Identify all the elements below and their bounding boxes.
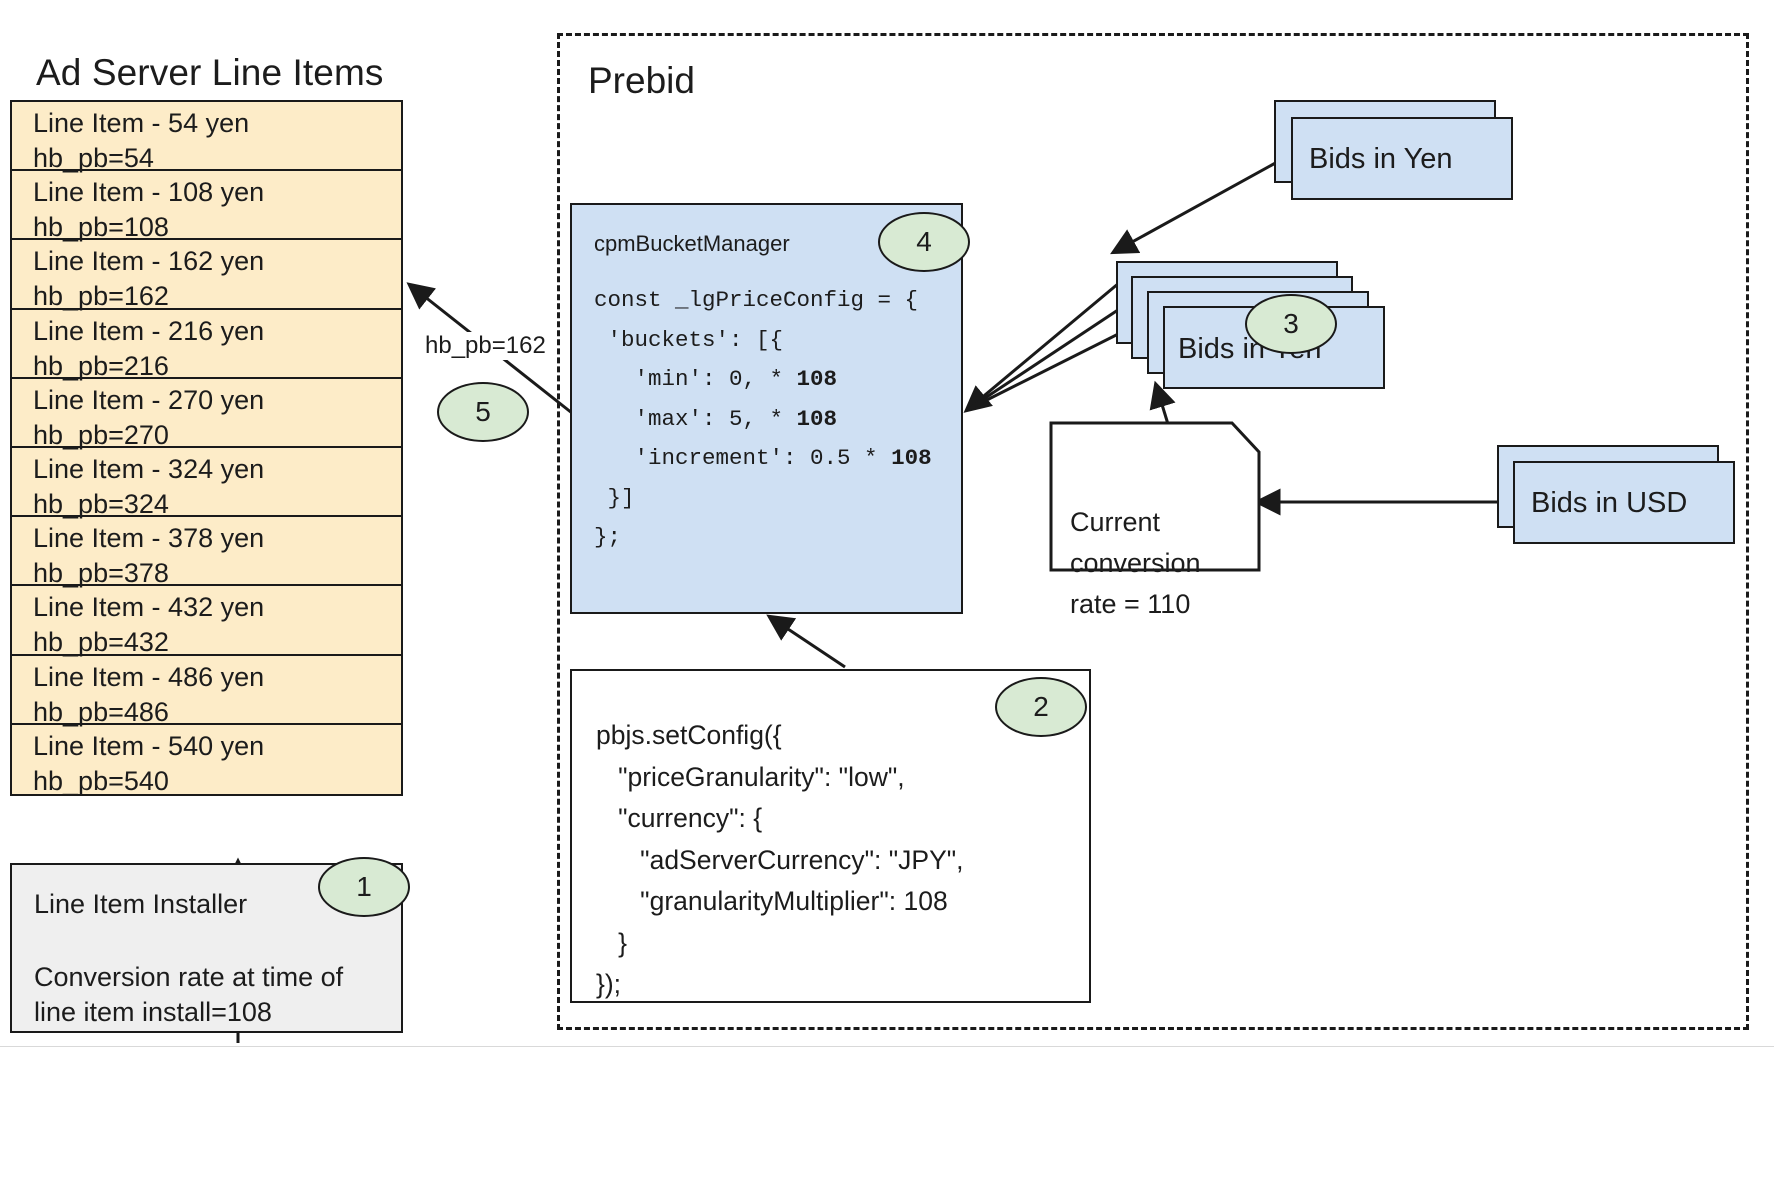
- conversion-note-line1: Current: [1070, 507, 1161, 537]
- list-item[interactable]: Line Item - 432 yen hb_pb=432: [12, 586, 401, 657]
- conversion-note-line2: conversion: [1070, 548, 1201, 578]
- line-item-key: hb_pb=270: [33, 419, 169, 450]
- bids-in-usd-label: Bids in USD: [1531, 487, 1688, 519]
- line-item-name: Line Item - 378 yen: [33, 523, 265, 554]
- step-badge-1: 1: [318, 857, 410, 917]
- line-item-name: Line Item - 270 yen: [33, 384, 265, 415]
- line-item-name: Line Item - 162 yen: [33, 246, 265, 277]
- edge-yen-top-to-stack: [1110, 153, 1291, 255]
- prebid-container: [557, 33, 1749, 1030]
- installer-note: Conversion rate at time of line item ins…: [34, 960, 381, 1030]
- conversion-note-line3: rate = 110: [1070, 589, 1191, 619]
- setconfig-code: pbjs.setConfig({ "priceGranularity": "lo…: [596, 720, 964, 999]
- line-item-name: Line Item - 432 yen: [33, 592, 265, 623]
- conversion-note-shape: [1049, 421, 1261, 572]
- line-item-key: hb_pb=486: [33, 696, 169, 727]
- edge-stack-to-cpm-a: [963, 281, 1120, 413]
- bids-in-yen-box-front[interactable]: [1291, 117, 1513, 200]
- line-item-name: Line Item - 54 yen: [33, 108, 250, 138]
- cpm-bucket-manager-title: cpmBucketManager: [594, 231, 790, 256]
- installer-note-line2: line item install=108: [34, 997, 272, 1027]
- line-item-key: hb_pb=54: [33, 143, 154, 173]
- step-badge-5: 5: [437, 382, 529, 442]
- list-item[interactable]: Line Item - 324 yen hb_pb=324: [12, 447, 401, 519]
- edge-label-hb-pb: hb_pb=162: [423, 332, 548, 360]
- line-item-key: hb_pb=324: [33, 488, 169, 519]
- installer-note-line1: Conversion rate at time of: [34, 962, 344, 992]
- bids-in-yen-label: Bids in Yen: [1309, 143, 1453, 175]
- list-item[interactable]: Line Item - 216 yen hb_pb=216: [12, 309, 401, 381]
- line-item-key: hb_pb=540: [33, 765, 169, 796]
- line-item-key: hb_pb=162: [33, 281, 169, 312]
- line-item-key: hb_pb=216: [33, 350, 169, 381]
- bottom-divider: [0, 1046, 1774, 1047]
- line-item-key: hb_pb=432: [33, 627, 169, 658]
- prebid-title: Prebid: [588, 60, 695, 101]
- line-item-name: Line Item - 216 yen: [33, 315, 265, 346]
- list-item[interactable]: Line Item - 162 yen hb_pb=162: [12, 240, 401, 311]
- step-badge-4: 4: [878, 212, 970, 272]
- list-item[interactable]: Line Item - 54 yen hb_pb=54: [12, 102, 401, 173]
- bids-in-usd-box-front[interactable]: [1513, 461, 1735, 544]
- cpm-bucket-manager-box: cpmBucketManager const _lgPriceConfig = …: [570, 203, 963, 614]
- line-item-key: hb_pb=108: [33, 212, 169, 243]
- edge-setconfig-to-cpm: [766, 614, 846, 669]
- step-badge-3: 3: [1245, 294, 1337, 354]
- list-item[interactable]: Line Item - 540 yen hb_pb=540: [12, 724, 401, 796]
- line-item-list: Line Item - 54 yen hb_pb=54 Line Item - …: [10, 100, 403, 796]
- list-item[interactable]: Line Item - 270 yen hb_pb=270: [12, 378, 401, 450]
- step-badge-2: 2: [995, 677, 1087, 737]
- line-item-name: Line Item - 540 yen: [33, 730, 265, 761]
- installer-title: Line Item Installer: [34, 889, 248, 919]
- line-item-name: Line Item - 486 yen: [33, 661, 265, 692]
- line-item-key: hb_pb=378: [33, 558, 169, 589]
- edge-stack-to-cpm-b: [966, 298, 1134, 412]
- line-item-name: Line Item - 324 yen: [33, 453, 265, 484]
- conversion-rate-note: Current conversion rate = 110: [1070, 502, 1201, 625]
- list-item[interactable]: Line Item - 486 yen hb_pb=486: [12, 655, 401, 727]
- line-item-name: Line Item - 108 yen: [33, 177, 265, 208]
- list-item[interactable]: Line Item - 108 yen hb_pb=108: [12, 171, 401, 242]
- cpm-bucket-manager-code: const _lgPriceConfig = { 'buckets': [{ '…: [594, 287, 932, 550]
- list-item[interactable]: Line Item - 378 yen hb_pb=378: [12, 517, 401, 588]
- ad-server-title: Ad Server Line Items: [36, 52, 384, 93]
